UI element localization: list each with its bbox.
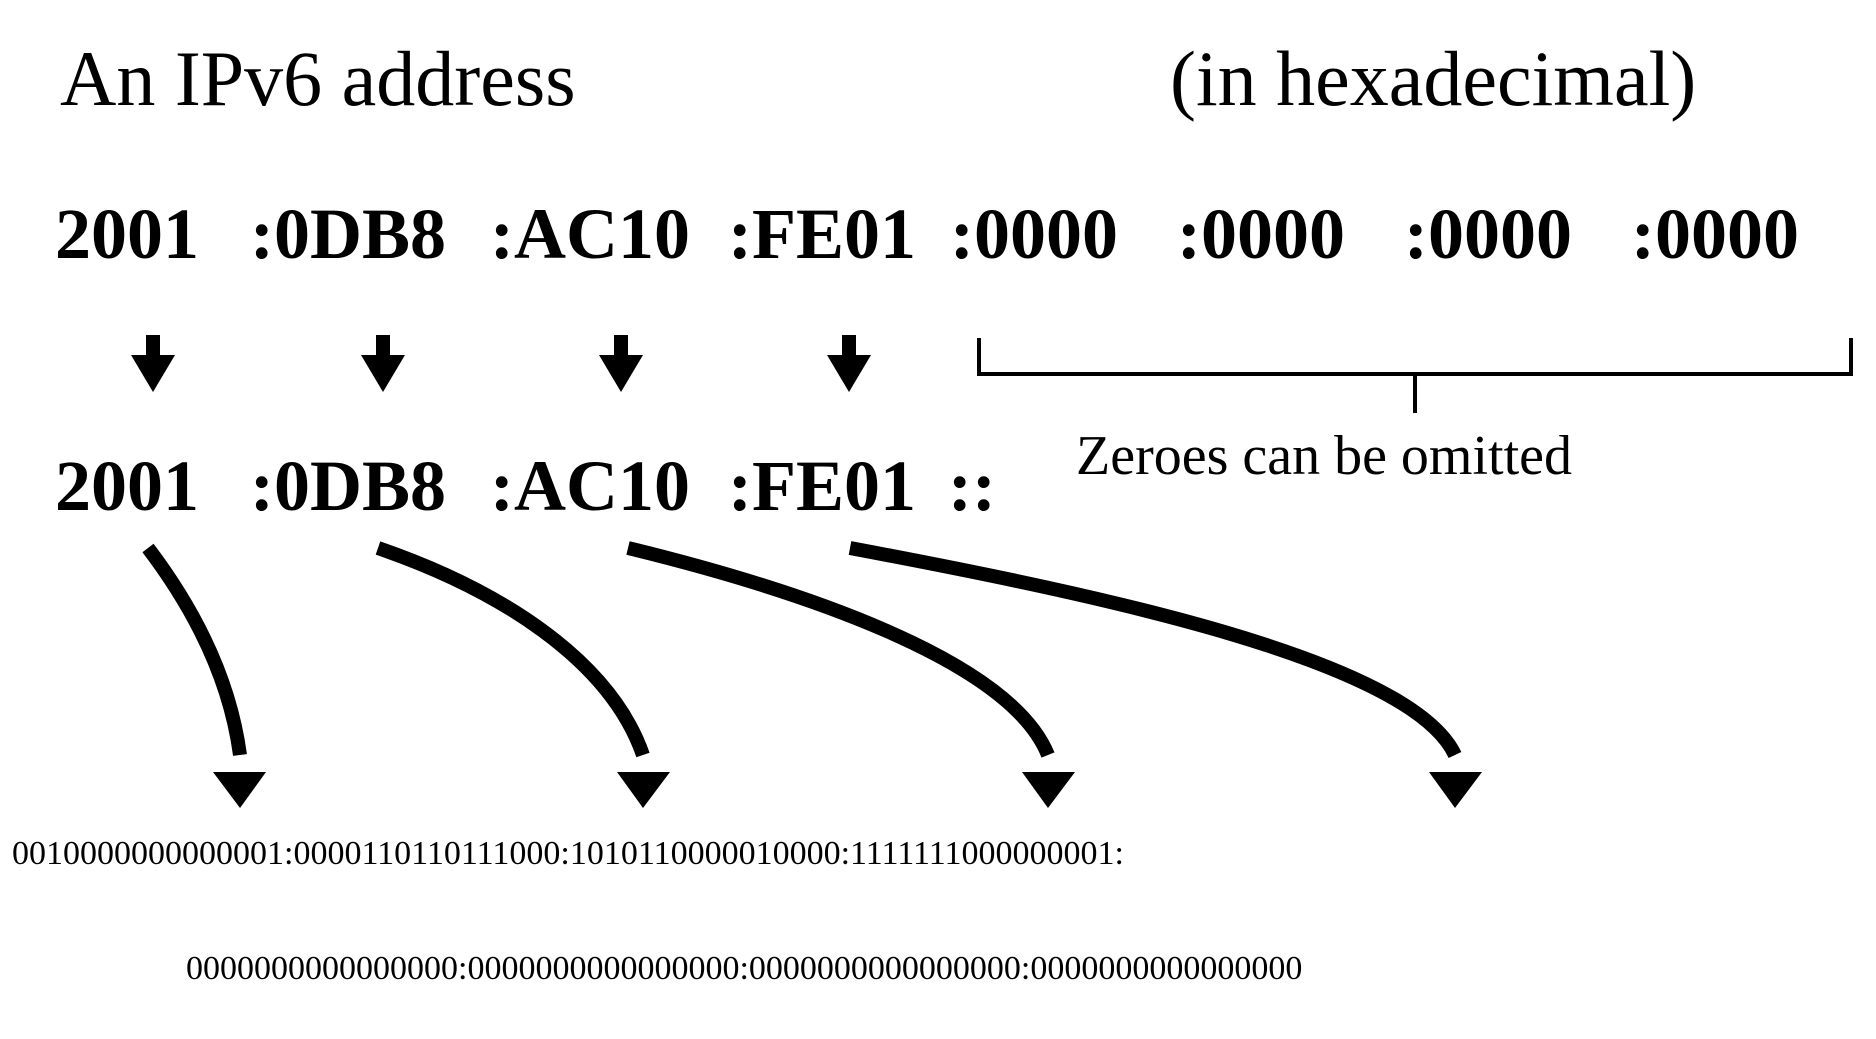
short-group-1: 2001 [55, 446, 199, 526]
zero-groups-bracket [977, 338, 1853, 413]
full-group-4: :FE01 [728, 194, 916, 274]
curved-arrow-1 [142, 543, 266, 808]
binary-line-2: 0000000000000000:0000000000000000:000000… [186, 950, 1303, 987]
curved-arrow-2 [375, 541, 670, 808]
down-arrow-3 [599, 335, 643, 392]
zeroes-omitted-note: Zeroes can be omitted [1076, 425, 1573, 487]
full-group-1: 2001 [55, 194, 199, 274]
curved-arrow-4 [848, 541, 1482, 808]
short-group-3: :AC10 [490, 446, 690, 526]
curved-arrow-3 [626, 541, 1075, 808]
full-group-6: :0000 [1177, 194, 1345, 274]
full-group-8: :0000 [1631, 194, 1799, 274]
down-arrow-2 [361, 335, 405, 392]
full-group-7: :0000 [1404, 194, 1572, 274]
short-double-colon: :: [948, 446, 996, 526]
full-group-5: :0000 [950, 194, 1118, 274]
binary-line-1: 0010000000000001:0000110110111000:101011… [12, 835, 1124, 872]
short-group-2: :0DB8 [250, 446, 446, 526]
short-group-4: :FE01 [728, 446, 916, 526]
full-group-2: :0DB8 [250, 194, 446, 274]
down-arrow-1 [131, 335, 175, 392]
down-arrow-4 [827, 335, 871, 392]
diagram-subtitle: (in hexadecimal) [1170, 35, 1697, 122]
diagram-title: An IPv6 address [60, 35, 576, 122]
full-group-3: :AC10 [490, 194, 690, 274]
